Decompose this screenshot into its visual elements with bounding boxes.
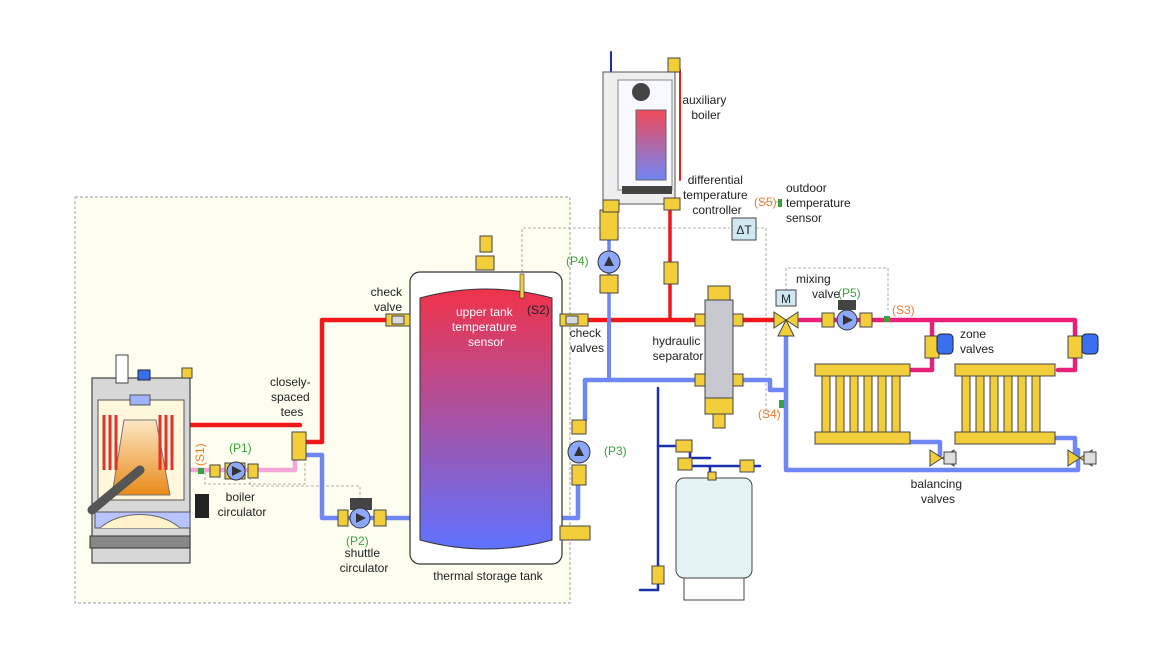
hydraulic-separator-label: hydraulic separator <box>652 334 703 363</box>
balancing-valve-1 <box>929 449 957 467</box>
p3-label: (P3) <box>604 444 627 458</box>
p5-label: (P5) <box>838 286 861 300</box>
piping <box>175 51 1081 592</box>
s4-label: (S4) <box>758 407 781 421</box>
mixing-valve-actuator-label: M <box>781 292 791 306</box>
sensor-s3 <box>884 316 890 322</box>
p4-label: (P4) <box>566 254 589 268</box>
zone-valve-2 <box>1067 333 1099 359</box>
zone-valves-label: zone valves <box>960 327 994 356</box>
auxiliary-boiler <box>602 57 681 213</box>
mixing-valve-label: mixing valve <box>796 272 840 301</box>
mixed-supply-pipe <box>797 317 1078 341</box>
boiler-circulator <box>209 461 259 481</box>
sensor-s5 <box>778 199 782 207</box>
boiler-circulator-label: boiler circulator <box>218 490 267 519</box>
shuttle-circulator <box>337 498 387 529</box>
thermal-storage-tank <box>409 271 563 565</box>
balancing-valve-2 <box>1067 449 1097 467</box>
s5-label: (S5) <box>754 195 777 209</box>
aux-check-valve <box>663 261 679 285</box>
differential-temperature-controller: ΔT <box>731 217 757 241</box>
auxiliary-boiler-label: auxiliary boiler <box>682 93 729 122</box>
circulator-p4 <box>597 209 621 294</box>
shuttle-circulator-label: shuttle circulator <box>340 546 389 575</box>
manifold-2 <box>954 363 1056 445</box>
sensor-s1 <box>198 468 204 474</box>
check-valves-label: check valves <box>570 326 605 355</box>
balancing-valves-label: balancing valves <box>911 477 966 506</box>
s3-label: (S3) <box>892 303 915 317</box>
separator-cool-pipe <box>582 377 703 423</box>
circulator-p5 <box>821 300 873 331</box>
differential-controller-label: differential temperature controller <box>683 173 751 217</box>
tank-bottom-pipe <box>552 481 581 521</box>
tank-air-vent <box>475 235 495 271</box>
check-valve-tank-inlet <box>385 313 411 327</box>
mixing-valve: M <box>773 289 799 337</box>
distribution-return-pipe <box>732 377 1081 473</box>
check-valves-tank-outlet <box>559 313 591 541</box>
check-valve-label: check valve <box>371 285 406 314</box>
thermal-storage-tank-label: thermal storage tank <box>433 569 543 583</box>
hydraulic-separator <box>694 285 744 429</box>
expansion-tank <box>675 471 753 601</box>
delta-t-symbol: ΔT <box>736 223 752 237</box>
closely-spaced-tees <box>291 431 307 461</box>
zone-valve-1 <box>924 333 954 359</box>
expansion-tank-pipe <box>638 386 660 592</box>
s2-label: (S2) <box>527 303 550 317</box>
circulator-p3 <box>567 419 591 486</box>
sensor-s4 <box>779 400 784 408</box>
s1-label: (S1) <box>193 443 207 466</box>
outdoor-sensor-label: outdoor temperature sensor <box>786 181 854 225</box>
wood-boiler <box>87 354 209 564</box>
p1-label: (P1) <box>229 441 252 455</box>
closely-spaced-tees-label: closely- spaced tees <box>270 375 314 419</box>
manifold-1 <box>814 363 911 445</box>
tank-supply-pipe <box>299 317 421 445</box>
fill-valves <box>651 439 755 585</box>
p2-label: (P2) <box>346 534 369 548</box>
upper-tank-sensor-label: upper tank temperature sensor <box>452 305 520 349</box>
